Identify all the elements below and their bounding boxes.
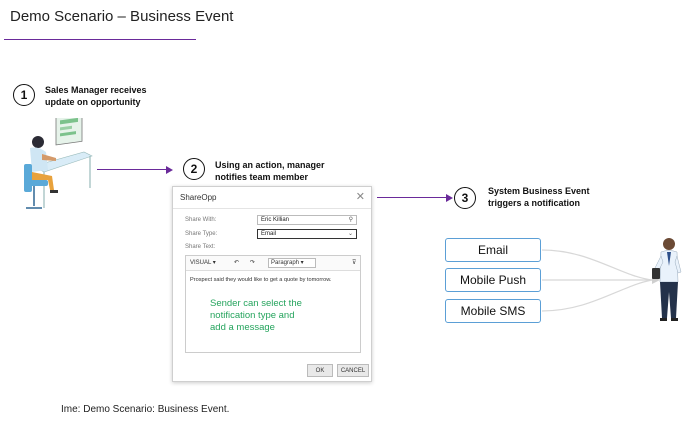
close-icon[interactable]: ✕ bbox=[355, 191, 365, 203]
slide-title: Demo Scenario – Business Event bbox=[10, 8, 234, 25]
share-with-label: Share With: bbox=[185, 217, 217, 223]
share-text-editor[interactable]: VISUAL ▾ ↶ ↷ Paragraph ▾ ⊽ Prospect said… bbox=[185, 255, 361, 353]
redo-icon[interactable]: ↷ bbox=[250, 260, 256, 266]
channel-mobile-push: Mobile Push bbox=[445, 268, 541, 292]
paragraph-style-select[interactable]: Paragraph ▾ bbox=[268, 258, 316, 268]
search-icon[interactable]: ⚲ bbox=[348, 217, 353, 223]
step-1-text: Sales Manager receives update on opportu… bbox=[45, 84, 147, 108]
team-member-illustration bbox=[652, 238, 682, 321]
chevron-down-icon: ⌄ bbox=[347, 231, 353, 237]
manager-at-desk-illustration bbox=[24, 118, 93, 209]
step-2-number: 2 bbox=[183, 158, 205, 180]
ok-button[interactable]: OK bbox=[307, 364, 333, 377]
share-dialog: ShareOpp ✕ Share With: Eric Killian ⚲ Sh… bbox=[172, 186, 372, 382]
channel-connectors bbox=[541, 249, 660, 312]
share-with-input[interactable]: Eric Killian ⚲ bbox=[257, 215, 357, 225]
sender-note-line-2: notification type and bbox=[210, 310, 295, 321]
step-1-line-1: Sales Manager receives bbox=[45, 85, 147, 95]
step-3-text: System Business Event triggers a notific… bbox=[488, 185, 590, 209]
sender-note-line-3: add a message bbox=[210, 322, 275, 333]
step-3-line-2: triggers a notification bbox=[488, 198, 581, 208]
visual-mode-button[interactable]: VISUAL ▾ bbox=[190, 260, 216, 266]
sender-note-line-1: Sender can select the bbox=[210, 298, 302, 309]
dialog-header: ShareOpp ✕ bbox=[173, 187, 371, 209]
clear-format-icon[interactable]: ⊽ bbox=[352, 260, 357, 266]
channel-mobile-sms: Mobile SMS bbox=[445, 299, 541, 323]
arrowhead-step-2 bbox=[166, 165, 173, 174]
share-type-select[interactable]: Email ⌄ bbox=[257, 229, 357, 239]
share-with-value: Eric Killian bbox=[261, 217, 290, 223]
step-3-number: 3 bbox=[454, 187, 476, 209]
sender-note: Sender can select the notification type … bbox=[210, 298, 302, 334]
share-text-label: Share Text: bbox=[185, 244, 216, 250]
cancel-button[interactable]: CANCEL bbox=[337, 364, 369, 377]
image-caption: Ime: Demo Scenario: Business Event. bbox=[61, 404, 230, 415]
editor-toolbar: VISUAL ▾ ↶ ↷ Paragraph ▾ ⊽ bbox=[186, 256, 360, 271]
share-type-value: Email bbox=[261, 231, 277, 237]
channel-email: Email bbox=[445, 238, 541, 262]
share-type-label: Share Type: bbox=[185, 231, 218, 237]
step-2-text: Using an action, manager notifies team m… bbox=[215, 159, 325, 183]
arrow-manager-to-step-2 bbox=[97, 169, 167, 171]
step-1-number: 1 bbox=[13, 84, 35, 106]
step-2-line-1: Using an action, manager bbox=[215, 160, 325, 170]
editor-message-text: Prospect said they would like to get a q… bbox=[190, 277, 332, 283]
step-3-line-1: System Business Event bbox=[488, 186, 590, 196]
step-1-line-2: update on opportunity bbox=[45, 97, 141, 107]
undo-icon[interactable]: ↶ bbox=[234, 260, 240, 266]
step-2-line-2: notifies team member bbox=[215, 172, 309, 182]
arrowhead-step-3 bbox=[446, 193, 453, 202]
dialog-title: ShareOpp bbox=[180, 193, 217, 202]
title-underline bbox=[4, 39, 196, 40]
arrow-dialog-to-step-3 bbox=[377, 197, 447, 199]
